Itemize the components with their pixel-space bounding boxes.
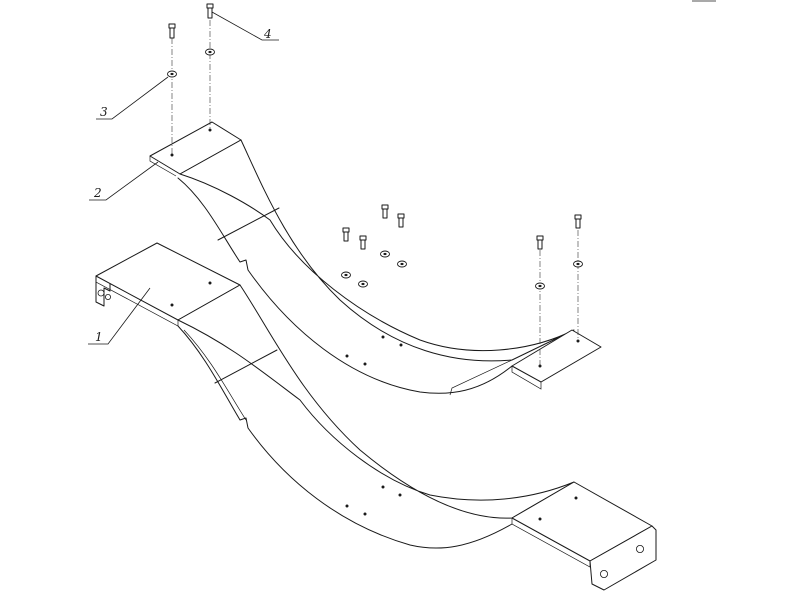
bolt-icon [342,227,350,242]
left-plate-edge [95,276,179,327]
washer-icon [205,48,215,56]
fasteners [167,3,583,366]
band-hole-dot [381,485,385,489]
strap-hole-dot [208,128,212,132]
right-flange-hole-b [600,570,609,579]
leader-3 [96,76,169,120]
plate-hole-dot [538,517,542,521]
bolt-icon [397,213,405,228]
callout-4: 4 [263,27,272,41]
strap-hole-dot [363,362,367,366]
strap-seam [217,207,280,241]
bolt-icon [168,23,176,39]
left-flange-hole-a [97,289,105,297]
curved-band-face [177,284,575,519]
strap-part-2 [149,121,602,396]
callout-2: 2 [93,186,102,200]
leader-1 [88,287,151,345]
strap-hole-dot [170,153,174,157]
plate-hole-dot [574,496,578,500]
band-seam-1 [214,349,278,384]
bolt-icon [574,214,582,229]
bracket-part-1 [95,242,657,591]
strap-lower-edge [177,177,513,394]
callouts: 4 3 2 1 [88,11,279,345]
strap-hole-dot [381,335,385,339]
strap-hole-dot [345,354,349,358]
washer-icon [573,260,583,268]
leader-2 [89,161,159,201]
washer-icon [167,70,177,78]
washer-icon [535,282,545,290]
washer-icon [380,250,390,258]
band-hole-dot [345,504,349,508]
band-hole-dot [398,493,402,497]
left-flange-hole-b [105,293,112,300]
curved-band-inner-edge [183,329,247,421]
strap-left-plate-edge [149,156,177,177]
bolt-icon [359,235,367,250]
leader-4 [211,11,279,41]
strap-right-plate-edge [511,366,542,390]
strap-curved-face [179,139,575,362]
washer-icon [358,280,368,288]
callout-3: 3 [100,105,108,119]
callout-1: 1 [95,330,103,344]
strap-right-step [449,359,513,396]
bolt-icon [536,235,544,250]
strap-right-plate [511,329,602,383]
band-hole-dot [363,512,367,516]
plate-hole-dot [170,303,174,307]
bolt-icon [206,3,214,19]
washer-icon [397,260,407,268]
plate-hole-dot [208,281,212,285]
strap-hole-dot [399,343,403,347]
right-flange-hole-a [636,545,645,554]
washer-icon [341,271,351,279]
bolt-icon [381,204,389,219]
